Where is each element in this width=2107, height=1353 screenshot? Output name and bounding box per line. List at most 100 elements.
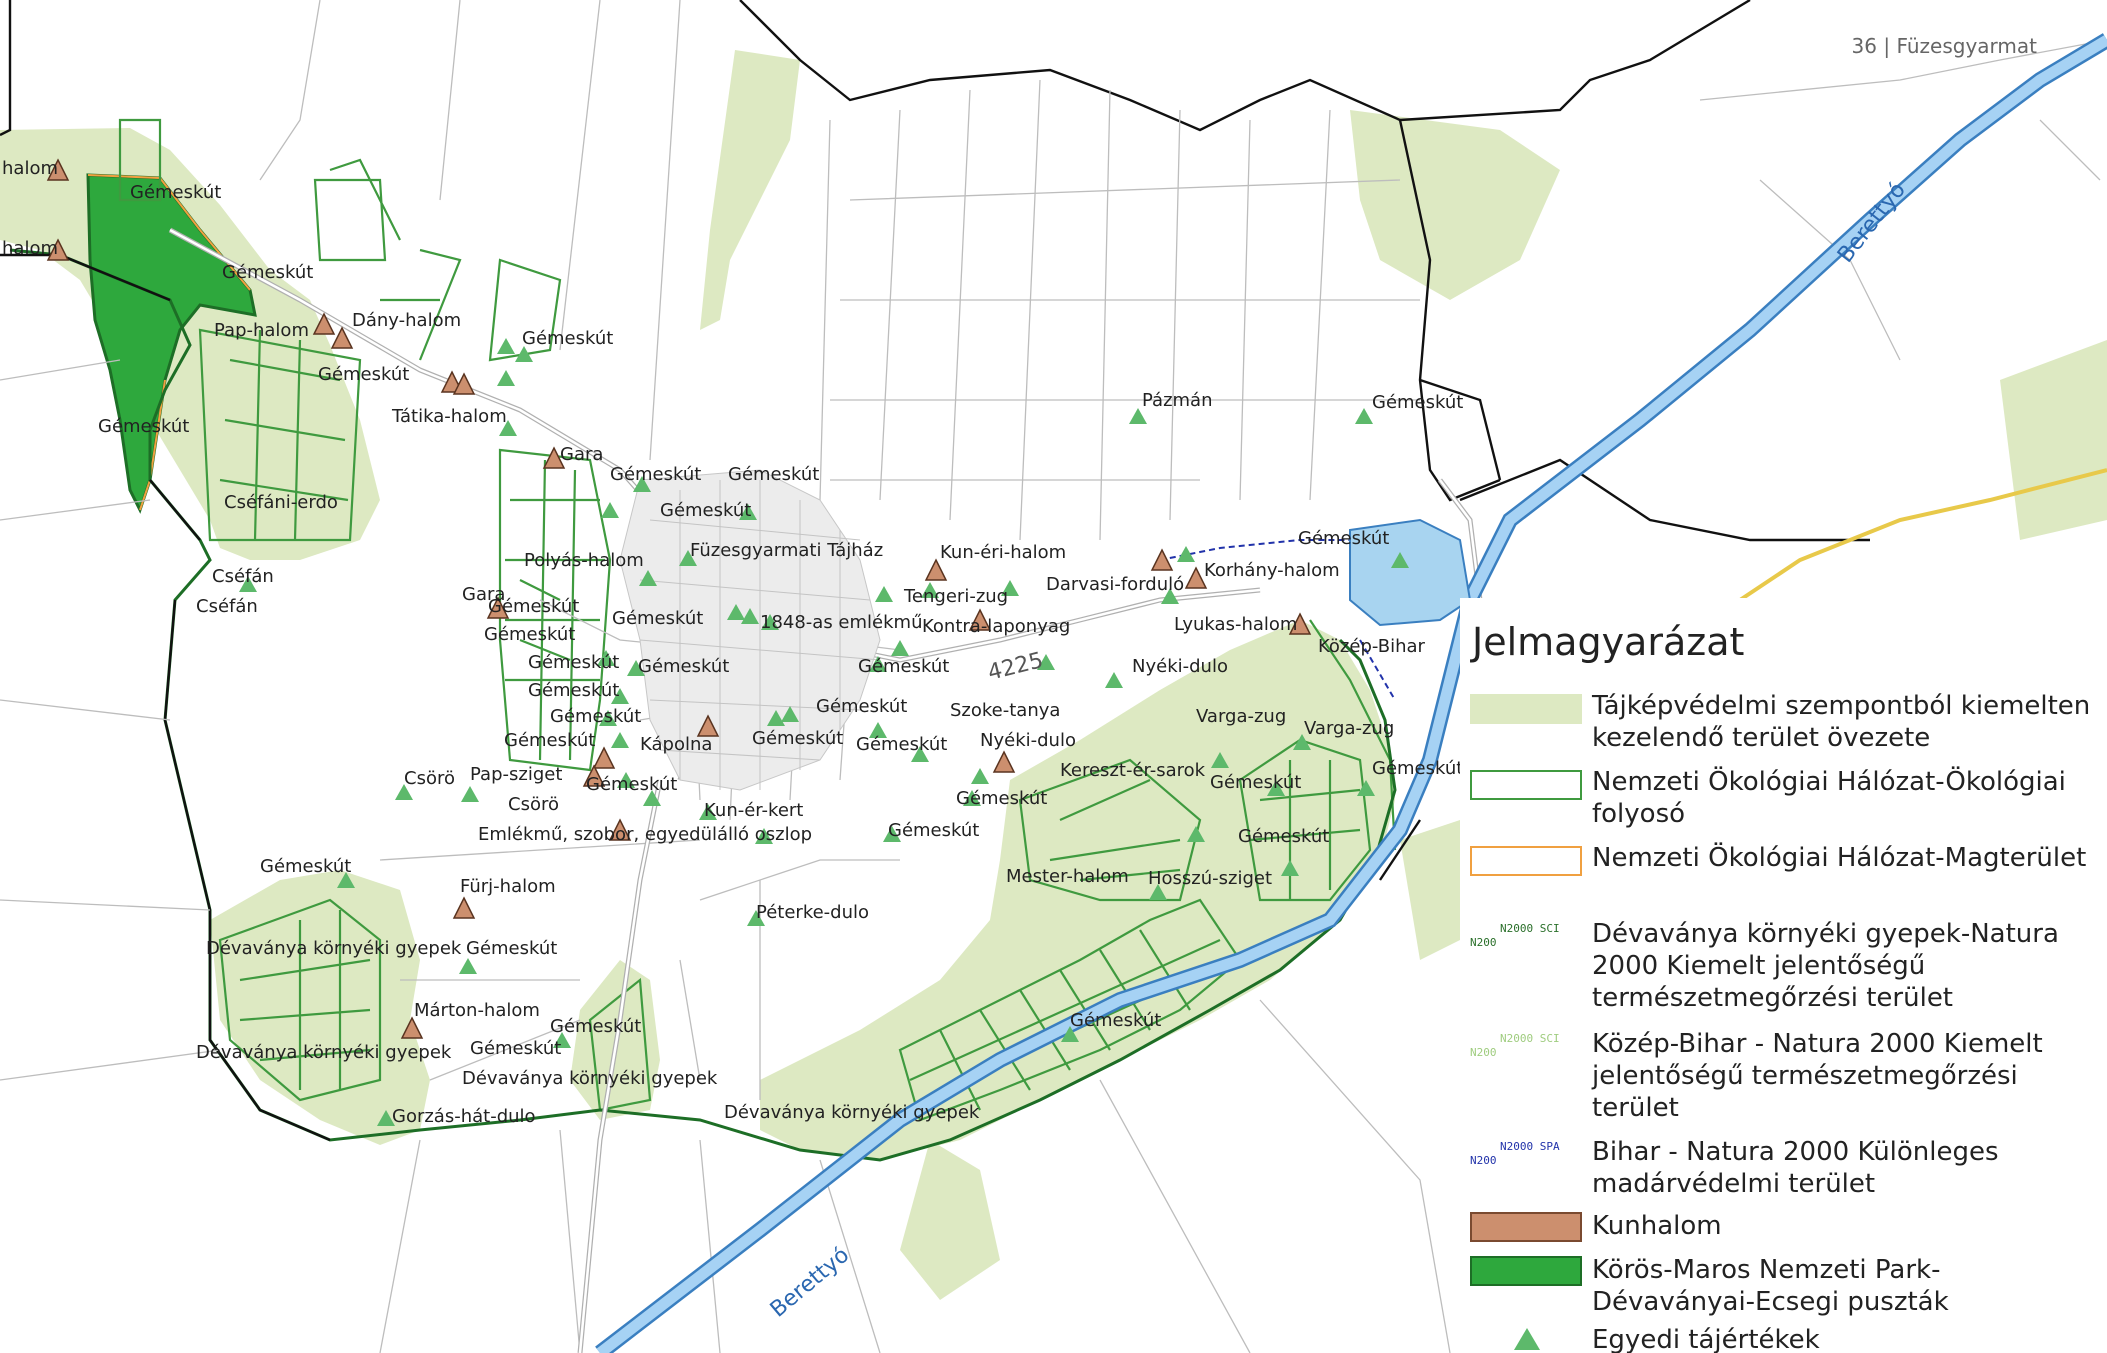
tajertek-triangle-icon bbox=[747, 910, 765, 926]
place-label: Szoke-tanya bbox=[950, 700, 1061, 721]
legend-swatch-corridor bbox=[1470, 770, 1582, 800]
tajertek-triangle-icon bbox=[755, 828, 773, 844]
tajertek-triangle-icon bbox=[239, 576, 257, 592]
lake bbox=[1349, 518, 1472, 627]
place-label: Csörö bbox=[404, 768, 455, 789]
place-label: Dévaványa környéki gyepek bbox=[196, 1042, 452, 1063]
legend-code-kozep-bihar-short: N200 bbox=[1470, 1046, 1497, 1059]
place-label: Gémeskút bbox=[888, 820, 980, 841]
place-label: Gémeskút bbox=[660, 500, 752, 521]
town-streets bbox=[639, 480, 881, 790]
place-label: Cséfáni-erdo bbox=[224, 492, 338, 513]
place-label: Gémeskút bbox=[1070, 1010, 1162, 1031]
legend-text-landscape: Tájképvédelmi szempontból kiemelten keze… bbox=[1592, 691, 2091, 753]
kunhalom-triangle-icon bbox=[608, 818, 632, 841]
tajertek-triangle-icon bbox=[461, 786, 479, 802]
kunhalom-triangle-icon bbox=[1184, 566, 1208, 589]
tajertek-triangle-icon bbox=[611, 732, 629, 748]
tajertek-triangle-icon bbox=[869, 722, 887, 738]
legend-swatch-core bbox=[1470, 846, 1582, 876]
berettyo-river bbox=[595, 33, 2107, 1353]
tajertek-triangle-icon bbox=[617, 772, 635, 788]
legend-text-nemzeti-park: Körös-Maros Nemzeti Park-Dévaványai-Ecse… bbox=[1592, 1255, 1949, 1317]
landscape-zone-south-corridor bbox=[900, 1140, 1000, 1300]
place-label: Dévaványa környéki gyepek bbox=[206, 938, 462, 959]
tajertek-triangle-icon bbox=[377, 1110, 395, 1126]
place-label: Gémeskút bbox=[260, 856, 352, 877]
legend-code-bihar-short: N200 bbox=[1470, 1154, 1497, 1167]
place-label: halom bbox=[2, 158, 58, 179]
place-label: Gémeskút bbox=[752, 728, 844, 749]
kunhalom-triangle-icon bbox=[696, 714, 720, 737]
tajertek-triangle-icon bbox=[883, 826, 901, 842]
kunhalom-markers bbox=[46, 158, 1312, 1039]
legend-code-bihar: N2000 SPA bbox=[1500, 1140, 1560, 1153]
place-label: Gémeskút bbox=[488, 596, 580, 617]
kunhalom-triangle-icon bbox=[592, 746, 616, 769]
place-label: Csörö bbox=[508, 794, 559, 815]
place-label: Gara bbox=[560, 444, 604, 465]
legend-text-kozep-bihar: Közép-Bihar - Natura 2000 Kiemelt jelent… bbox=[1592, 1029, 2043, 1123]
legend-swatch-landscape bbox=[1470, 694, 1582, 724]
place-label: Gara bbox=[462, 584, 506, 605]
tajertek-triangle-icon bbox=[1293, 734, 1311, 750]
tajertek-triangle-icon bbox=[1105, 672, 1123, 688]
legend-text-devavanya: Dévaványa környéki gyepek-Natura 2000 Ki… bbox=[1592, 919, 2059, 1013]
tajertek-triangle-icon bbox=[911, 746, 929, 762]
place-label: Emlékmű, szobor, egyedülálló oszlop bbox=[478, 824, 813, 845]
tajertek-triangle-icon bbox=[395, 784, 413, 800]
landscape-zone-south-east bbox=[1400, 820, 1460, 960]
place-label: Gémeskút bbox=[470, 1038, 562, 1059]
kunhalom-triangle-icon bbox=[312, 312, 336, 335]
legend-swatch-nemzeti-park bbox=[1470, 1256, 1582, 1286]
place-label: Gémeskút bbox=[550, 1016, 642, 1037]
place-label: Füzesgyarmati Tájház bbox=[690, 540, 884, 561]
tajertek-triangle-icon bbox=[497, 370, 515, 386]
place-label: Fürj-halom bbox=[460, 876, 556, 897]
place-label: Lyukas-halom bbox=[1174, 614, 1298, 635]
place-label: Gémeskút bbox=[522, 328, 614, 349]
landscape-zone-right-edge bbox=[2000, 340, 2107, 540]
tajertek-triangle-icon bbox=[699, 804, 717, 820]
place-label: Hosszú-sziget bbox=[1148, 868, 1273, 889]
tajertek-triangle-icon bbox=[515, 346, 533, 362]
place-label: Gémeskút bbox=[816, 696, 908, 717]
place-label: Darvasi-forduló bbox=[1046, 574, 1185, 595]
place-label: Gémeskút bbox=[728, 464, 820, 485]
place-label: Gémeskút bbox=[956, 788, 1048, 809]
place-label: 1848-as emlékmű bbox=[760, 612, 923, 633]
road-number-label: 4225 bbox=[985, 648, 1045, 686]
place-label: Gémeskút bbox=[858, 656, 950, 677]
place-label: Közép-Bihar bbox=[1318, 636, 1425, 657]
tajertek-triangle-icon bbox=[1211, 752, 1229, 768]
river-name-label-2: Berettyó bbox=[766, 1243, 854, 1323]
tajertek-triangle-icon bbox=[1357, 780, 1375, 796]
place-label: Gémeskút bbox=[550, 706, 642, 727]
tajertek-triangle-icon bbox=[1061, 1026, 1079, 1042]
kunhalom-triangle-icon bbox=[46, 238, 70, 261]
tajertek-triangle-icon bbox=[627, 660, 645, 676]
tajertek-triangle-icon bbox=[727, 604, 745, 620]
tajertek-triangle-icon bbox=[869, 656, 887, 672]
kunhalom-triangle-icon bbox=[1150, 548, 1174, 571]
legend-text-kunhalom: Kunhalom bbox=[1592, 1211, 1722, 1241]
tajertek-triangle-icon bbox=[1355, 408, 1373, 424]
place-label: Dévaványa környéki gyepek bbox=[724, 1102, 980, 1123]
tajertek-triangle-icon bbox=[639, 570, 657, 586]
river-name-label-1: Berettyó bbox=[1833, 178, 1911, 268]
page-number: 36 bbox=[1851, 34, 1877, 58]
landscape-zone-east bbox=[760, 620, 1395, 1160]
landscape-zone-north bbox=[700, 50, 800, 330]
place-label: Gémeskút bbox=[1372, 758, 1464, 779]
tajertek-triangle-icon bbox=[679, 550, 697, 566]
place-label: Gémeskút bbox=[1372, 392, 1464, 413]
kunhalom-triangle-icon bbox=[486, 596, 510, 619]
tajertek-triangle-icon bbox=[963, 790, 981, 806]
place-label: Pázmán bbox=[1142, 390, 1213, 411]
kunhalom-triangle-icon bbox=[452, 896, 476, 919]
tajertek-triangle-icon bbox=[891, 640, 909, 656]
place-label: Gémeskút bbox=[1298, 528, 1390, 549]
place-label: Cséfán bbox=[212, 566, 274, 587]
tajertek-triangle-icon bbox=[1161, 588, 1179, 604]
